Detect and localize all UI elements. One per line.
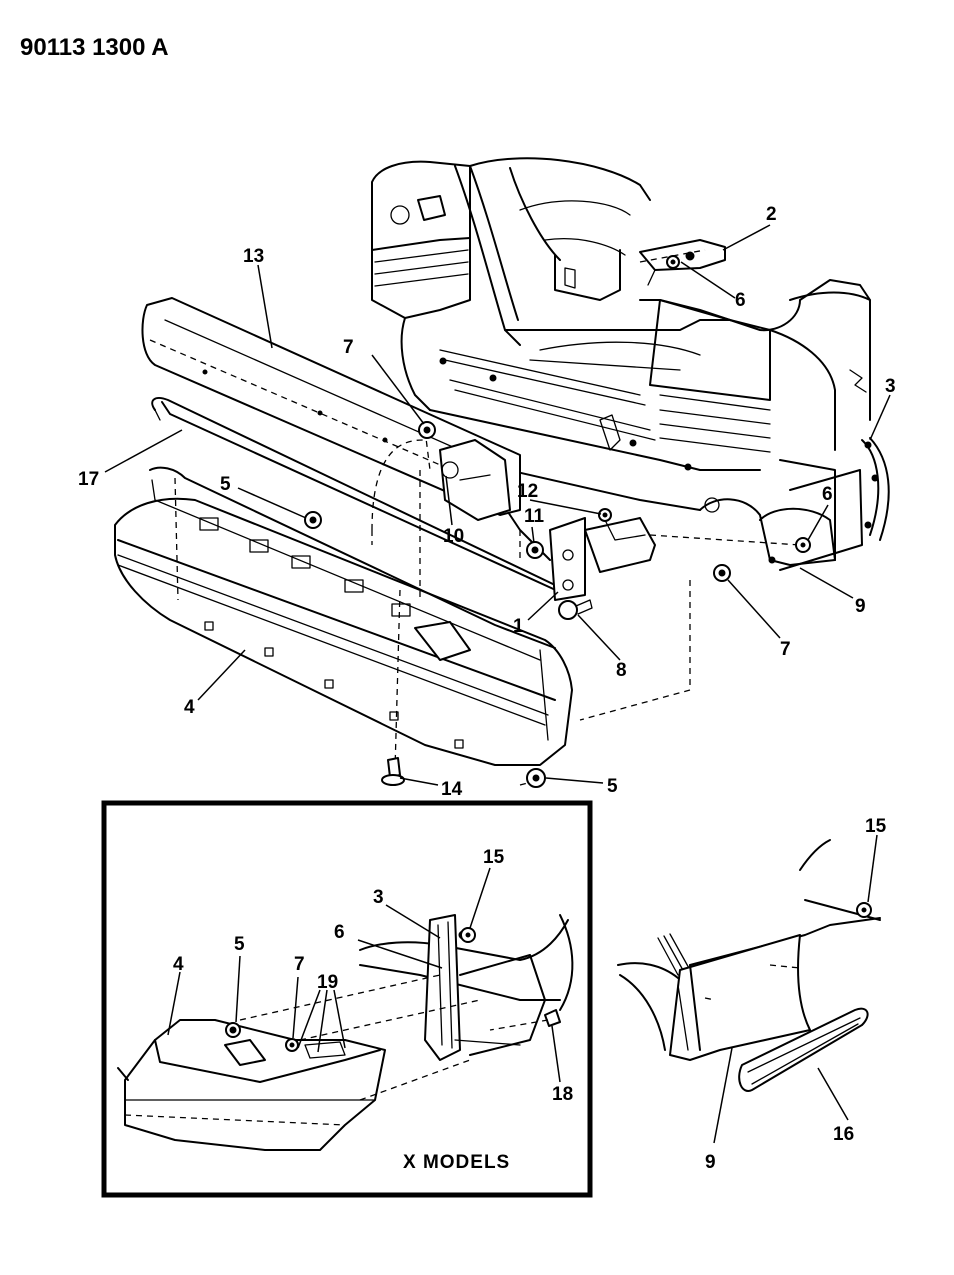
leader-lines-main [104, 224, 891, 786]
callout-4-main: 4 [184, 697, 195, 718]
nut-5-upper [304, 511, 322, 529]
callout-8: 8 [616, 660, 627, 681]
part-1-bumper-bracket [549, 517, 656, 601]
callout-6-right: 6 [822, 484, 833, 505]
inset-frame [101, 800, 593, 1198]
callout-9-main: 9 [855, 596, 866, 617]
callout-10: 10 [443, 526, 464, 547]
part-9-quarter-extension [768, 469, 863, 571]
callout-11: 11 [524, 506, 545, 527]
nut-5-lower [526, 768, 546, 788]
callout-15-inset: 15 [483, 847, 505, 868]
nut-7-upper [418, 421, 436, 439]
callout-16: 16 [833, 1124, 854, 1145]
inset-nut-7 [285, 1038, 299, 1052]
document-number: 90113 1300 A [20, 34, 169, 61]
callout-2: 2 [766, 204, 777, 225]
callout-7-inset: 7 [294, 954, 305, 975]
callout-13: 13 [243, 246, 264, 267]
callout-15-detail: 15 [865, 816, 887, 837]
inset-nut-15 [460, 927, 476, 943]
part-4-bumper-fascia [114, 466, 573, 771]
callout-9-detail: 9 [705, 1152, 716, 1173]
nut-6-upper [666, 255, 680, 269]
fasteners-main [304, 255, 811, 788]
inset-nut-5 [225, 1022, 241, 1038]
callout-19: 19 [317, 972, 338, 993]
detail-quarter-extension: 15 16 9 [617, 816, 887, 1173]
part-13-reinforcement-bar [141, 297, 521, 516]
callout-4-inset: 4 [173, 954, 184, 975]
callout-3-inset: 3 [373, 887, 384, 908]
callout-14: 14 [441, 779, 463, 800]
nut-12 [598, 508, 612, 522]
callout-5-upper: 5 [220, 474, 231, 495]
part-16-molding [738, 1007, 869, 1092]
callout-7-right: 7 [780, 639, 791, 660]
callout-5-inset: 5 [234, 934, 245, 955]
callout-5-lower: 5 [607, 776, 618, 797]
callouts-main: 13 2 6 7 3 5 17 12 6 11 10 1 9 7 8 4 14 … [78, 204, 896, 800]
screw-14 [381, 757, 405, 786]
inset-caption: X MODELS [403, 1152, 510, 1173]
callout-6-inset: 6 [334, 922, 345, 943]
inset-x-models: 4 5 7 19 3 6 15 18 X MODELS [101, 800, 593, 1198]
bolt-8 [558, 599, 593, 620]
callout-12: 12 [517, 481, 538, 502]
callout-18: 18 [552, 1084, 573, 1105]
part-10-absorber-mount [439, 439, 511, 521]
callout-1: 1 [513, 616, 524, 637]
detail-clip-15 [856, 902, 872, 918]
callout-6-upper: 6 [735, 290, 746, 311]
part-2-upper-bracket [639, 239, 726, 286]
callout-7-upper: 7 [343, 337, 354, 358]
nut-7-right [713, 564, 731, 582]
nut-11 [526, 541, 544, 559]
inset-clip-18 [544, 1009, 561, 1027]
assembly-lines [371, 249, 801, 786]
part-3-side-bracket [861, 437, 890, 541]
callout-3-main: 3 [885, 376, 896, 397]
nut-6-right [795, 537, 811, 553]
vehicle-rear-body [371, 157, 871, 566]
callout-17: 17 [78, 469, 99, 490]
